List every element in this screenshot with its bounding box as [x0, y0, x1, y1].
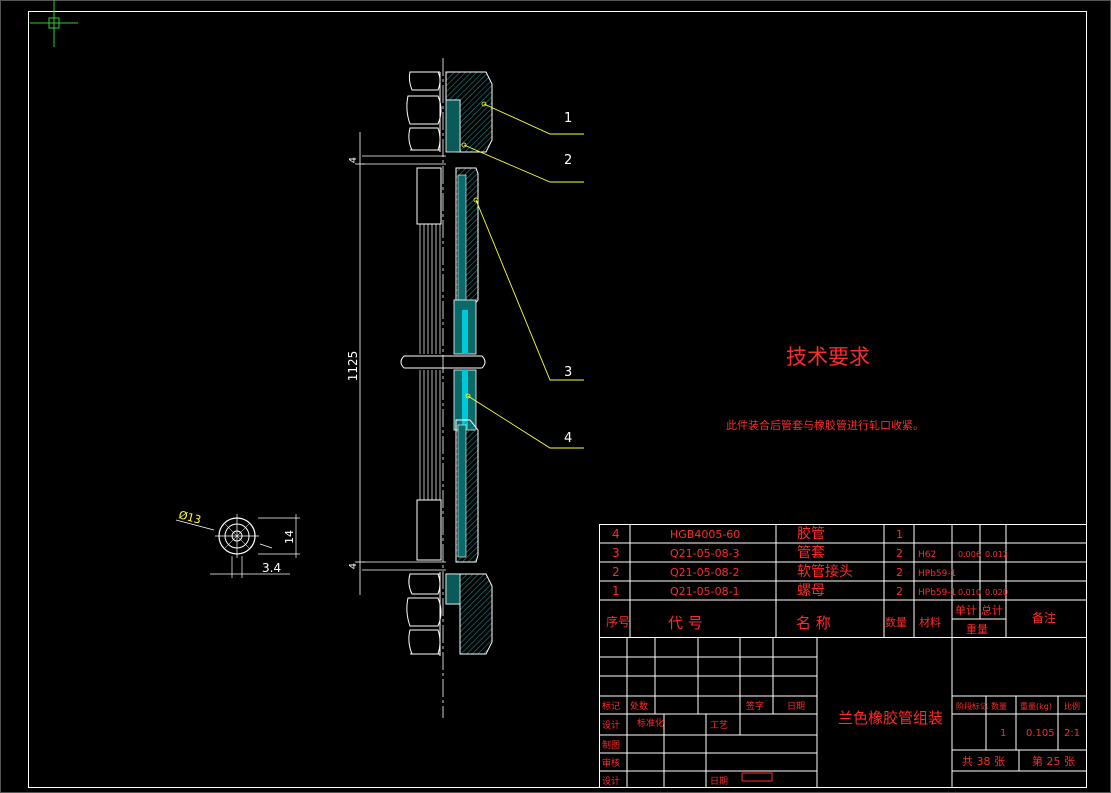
bom-header-material: 材料 — [919, 615, 941, 629]
bom-cell-qty: 1 — [896, 528, 903, 541]
hose-body-lower — [419, 370, 441, 500]
bom-header-no: 序号 — [606, 614, 630, 629]
drawing-title: 兰色橡胶管组装 — [838, 709, 943, 727]
bom-header-remark: 备注 — [1032, 610, 1056, 625]
tb-label-mark: 标记 — [602, 700, 620, 712]
bom-cell-qty: 2 — [896, 566, 903, 579]
bom-rows: 4 HGB4005-60 胶管 1 3 Q21-05-08-3 管套 2 H62 0.006 0.0… — [612, 525, 1008, 599]
bom-cell-name: 软管接头 — [797, 563, 853, 580]
length-dimension — [355, 132, 365, 595]
bom-cell-code: Q21-05-08-2 — [670, 566, 740, 579]
cross-section-view — [175, 514, 300, 578]
bom-header-code: 代 号 — [668, 614, 703, 632]
balloon-2: 2 — [564, 153, 572, 168]
top-nut-section — [445, 71, 493, 153]
leader-lines — [463, 103, 584, 449]
bom-cell-qty: 2 — [896, 585, 903, 598]
lower-sleeve-section — [455, 419, 479, 563]
upper-sleeve-section — [455, 167, 479, 311]
tb-label-design-2: 设计 — [602, 775, 620, 787]
bom-header-name: 名 称 — [796, 614, 831, 632]
tb-label-sign: 签字 — [746, 700, 764, 712]
tb-label-design: 设计 — [602, 719, 620, 731]
bottom-nut-section — [445, 573, 493, 655]
dim-width-label: 3.4 — [262, 561, 281, 575]
balloon-4: 4 — [564, 431, 572, 446]
upper-fitting — [416, 167, 442, 225]
balloon-3: 3 — [564, 365, 572, 380]
bom-cell-code: Q21-05-08-3 — [670, 547, 740, 560]
bom-cell-code: Q21-05-08-1 — [670, 585, 740, 598]
dim-bottom-gap-label: 4 — [348, 563, 359, 569]
lower-fitting — [416, 499, 442, 561]
bom-cell-total_w: 0.020 — [985, 588, 1008, 597]
tb-meta-weight: 重量(kg) — [1020, 701, 1052, 711]
tb-meta-scale-value: 2:1 — [1064, 728, 1080, 739]
ucs-cursor-icon — [30, 0, 78, 47]
top-nut — [406, 71, 442, 152]
tb-label-zone: 处数 — [630, 700, 648, 712]
tb-label-proc: 工艺 — [710, 720, 728, 731]
bottom-nut — [406, 572, 442, 656]
bom-header-qty: 数量 — [885, 616, 907, 629]
tech-requirements-title: 技术要求 — [786, 345, 870, 369]
hose-assembly-view: 1125 4 4 1 2 3 4 — [346, 58, 584, 718]
bom-cell-name: 螺母 — [797, 583, 825, 599]
tb-label-check: 审核 — [602, 757, 620, 769]
bom-cell-material: HPb59-1 — [918, 569, 956, 579]
tb-label-std: 标准化 — [637, 717, 664, 729]
bom-table — [599, 524, 1087, 638]
bom-cell-qty: 2 — [896, 547, 903, 560]
bom-cell-material: H62 — [918, 550, 936, 560]
dim-length-label: 1125 — [346, 351, 360, 382]
dim-height-label: 14 — [283, 530, 296, 544]
bom-cell-total_w: 0.012 — [985, 550, 1008, 559]
tb-meta-weight-value: 0.105 — [1026, 728, 1055, 739]
bom-header-unit: 单计 — [955, 604, 977, 617]
tb-label-draw: 制图 — [602, 739, 620, 751]
bom-header-total: 总计 — [981, 603, 1003, 617]
bom-cell-unit_w: 0.010 — [958, 588, 981, 597]
hose-body-upper — [419, 224, 441, 354]
title-block — [599, 637, 1087, 788]
tb-meta-qty-value: 1 — [1000, 728, 1006, 739]
bom-header-weight: 重量 — [966, 622, 988, 636]
dim-diameter-label: Ø13 — [177, 508, 202, 526]
bom-cell-unit_w: 0.006 — [958, 550, 981, 559]
balloon-1: 1 — [564, 111, 572, 126]
tb-meta-scale: 比例 — [1064, 701, 1080, 711]
bom-cell-name: 胶管 — [797, 525, 825, 542]
tb-label-approve: 日期 — [710, 776, 728, 787]
bom-cell-no: 4 — [612, 527, 620, 541]
bom-cell-no: 3 — [612, 546, 620, 560]
tb-sheets-total: 共 38 张 — [962, 755, 1005, 768]
bom-cell-code: HGB4005-60 — [670, 528, 740, 541]
tech-requirements-text: 此件装合后管套与橡胶管进行轧口收紧。 — [726, 418, 924, 432]
bom-cell-name: 管套 — [797, 545, 825, 561]
break-gap — [400, 355, 486, 369]
bom-cell-material: HPb59-1 — [918, 588, 956, 598]
tb-meta-stage: 阶段标记 — [956, 701, 988, 711]
tb-sheets-current: 第 25 张 — [1032, 754, 1075, 768]
tb-label-date: 日期 — [787, 701, 805, 712]
tb-meta-qty: 数量 — [991, 701, 1007, 711]
bom-cell-no: 1 — [612, 584, 620, 598]
bom-cell-no: 2 — [612, 565, 620, 579]
dim-top-gap-label: 4 — [348, 157, 359, 163]
